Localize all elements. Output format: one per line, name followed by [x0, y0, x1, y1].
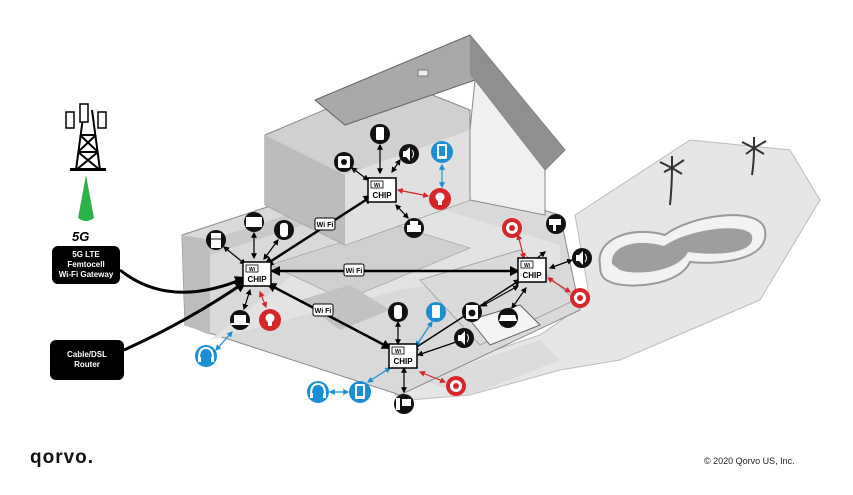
- chip-badge: Wi: [395, 349, 402, 355]
- headphones-icon: [307, 381, 329, 403]
- wifi-label-text: Wi Fi: [315, 308, 332, 315]
- router-box: Cable/DSL Router: [50, 340, 124, 380]
- palm-tree-icon: [659, 137, 767, 206]
- speaker-icon: [399, 144, 419, 164]
- phone-icon: [370, 124, 390, 144]
- gateway-line-3: Wi-Fi Gateway: [58, 270, 114, 279]
- 5g-signal-beam: [78, 175, 94, 221]
- chip-label: CHIP: [522, 271, 542, 280]
- laptop-icon: [230, 310, 250, 330]
- chip-badge: Wi: [524, 263, 531, 269]
- chip-badge: Wi: [374, 183, 381, 189]
- speaker-icon: [454, 328, 474, 348]
- pc-icon: [394, 394, 414, 414]
- smoke-alarm-icon: [446, 376, 466, 396]
- fridge-icon: [206, 230, 226, 250]
- router-line-1: Cable/DSL: [66, 350, 107, 359]
- wifi-label-text: Wi Fi: [346, 268, 363, 275]
- speaker-icon: [572, 248, 592, 268]
- blue-device-links: [215, 163, 445, 395]
- wifi-chip-main: Wi CHIP: [242, 261, 272, 287]
- printer-icon: [404, 218, 424, 238]
- phone-icon: [426, 302, 446, 322]
- car-icon: [498, 308, 518, 328]
- wifi-label-text: Wi Fi: [317, 222, 334, 229]
- camera-icon: [546, 214, 566, 234]
- wifi-link-label: Wi Fi: [312, 303, 334, 317]
- thermostat-icon: [388, 302, 408, 322]
- pool: [598, 214, 767, 287]
- doorbell-icon: [502, 218, 522, 238]
- wifi-chip-lower: Wi CHIP: [388, 343, 418, 369]
- copyright-text: © 2020 Qorvo US, Inc.: [704, 456, 795, 466]
- wifi-link-label: Wi Fi: [314, 217, 336, 231]
- washer-icon: [462, 302, 482, 322]
- gateway-line-2: Femtocell: [67, 260, 105, 269]
- gateway-box: 5G LTE Femtocell Wi-Fi Gateway: [52, 246, 120, 284]
- chip-label: CHIP: [247, 275, 267, 284]
- bulb-icon: [259, 309, 281, 331]
- red-device-links: [258, 187, 572, 384]
- house: [181, 34, 581, 396]
- smoke-alarm-icon: [570, 288, 590, 308]
- cell-tower-icon: [65, 103, 107, 171]
- chip-badge: Wi: [249, 267, 256, 273]
- tablet-icon: [349, 381, 371, 403]
- tv-icon: [244, 212, 264, 232]
- headphones-icon: [195, 345, 217, 367]
- device-links: [223, 143, 574, 394]
- qorvo-logo: qorvo.: [30, 447, 95, 468]
- bulb-icon: [429, 188, 451, 210]
- chip-label: CHIP: [372, 191, 392, 200]
- router-line-2: Router: [74, 360, 100, 369]
- thermostat-icon: [334, 152, 354, 172]
- 5g-badge: 5G: [72, 229, 90, 244]
- chip-label: CHIP: [393, 357, 413, 366]
- thermostat-icon: [274, 220, 294, 240]
- router-link: [123, 280, 247, 352]
- wifi-chip-garage: Wi CHIP: [517, 257, 547, 283]
- wifi-link-label: Wi Fi: [343, 263, 365, 277]
- gateway-line-1: 5G LTE: [72, 250, 100, 259]
- tablet-icon: [431, 141, 453, 163]
- wifi-chip-upper: Wi CHIP: [367, 177, 397, 203]
- gateway-link: [119, 268, 248, 294]
